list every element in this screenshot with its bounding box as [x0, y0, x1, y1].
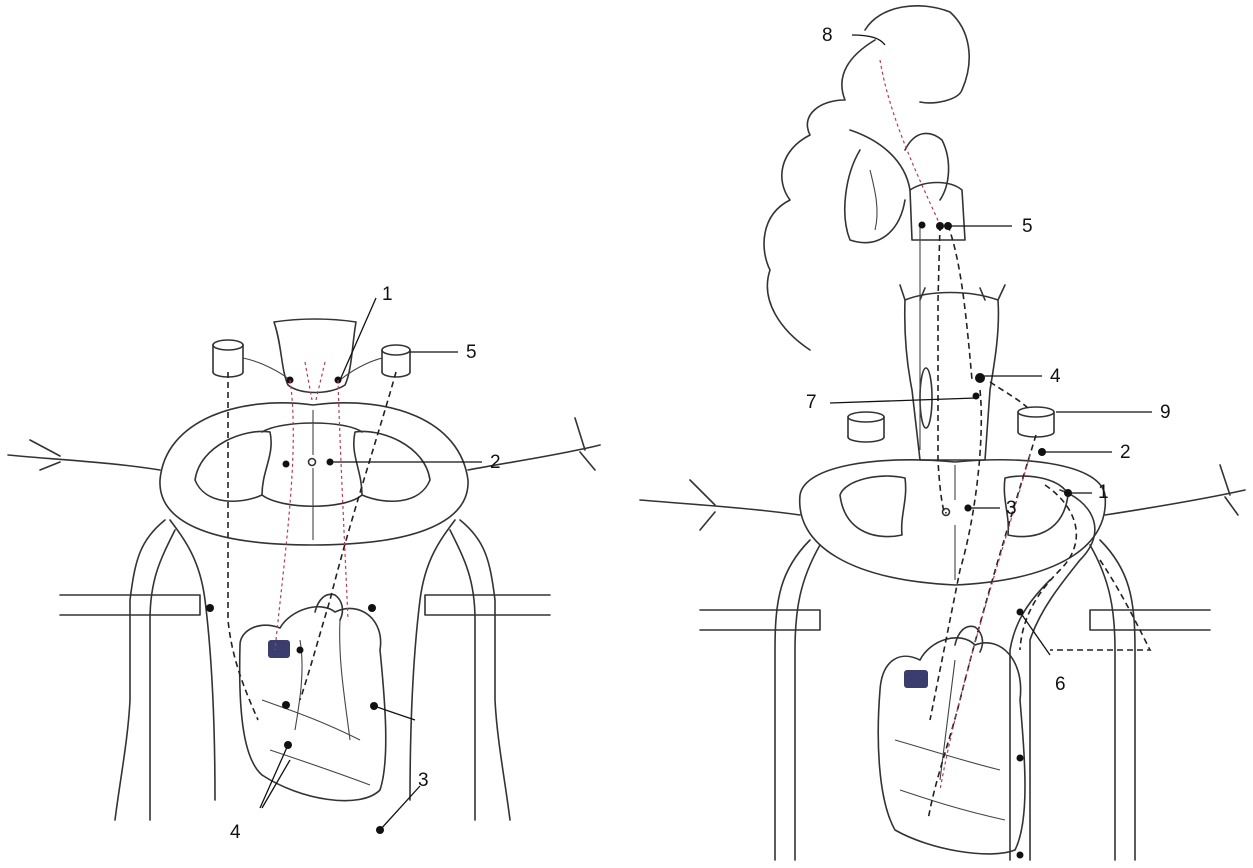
right-label-5: 5	[1022, 216, 1033, 237]
right-panel: 8 5 4 7 9 2 1 3 6	[640, 6, 1245, 860]
right-label-2: 2	[1120, 442, 1131, 463]
left-label-4: 4	[230, 822, 241, 843]
right-label-6: 6	[1055, 674, 1066, 695]
left-label-3: 3	[418, 770, 429, 791]
right-label-8: 8	[822, 25, 833, 46]
left-panel: 1 5 2 3 4	[8, 284, 600, 843]
right-ganglion-cylinder-a	[848, 412, 884, 442]
right-heart	[878, 626, 1025, 854]
right-spinal-cord-section	[800, 460, 1106, 585]
left-label-5: 5	[466, 342, 477, 363]
left-label-1: 1	[382, 284, 393, 305]
left-label-2: 2	[490, 452, 501, 473]
left-heart	[240, 594, 386, 800]
left-spinal-cord-section	[160, 403, 468, 545]
right-label-4: 4	[1050, 366, 1061, 387]
right-label-9: 9	[1160, 402, 1171, 423]
right-label-3: 3	[1006, 498, 1017, 519]
right-label-1: 1	[1098, 482, 1109, 503]
right-label-7: 7	[806, 392, 817, 413]
right-ganglion-cylinder-9	[1018, 407, 1054, 437]
left-brainstem	[274, 319, 356, 393]
left-ganglion-cylinder-a	[213, 340, 243, 377]
